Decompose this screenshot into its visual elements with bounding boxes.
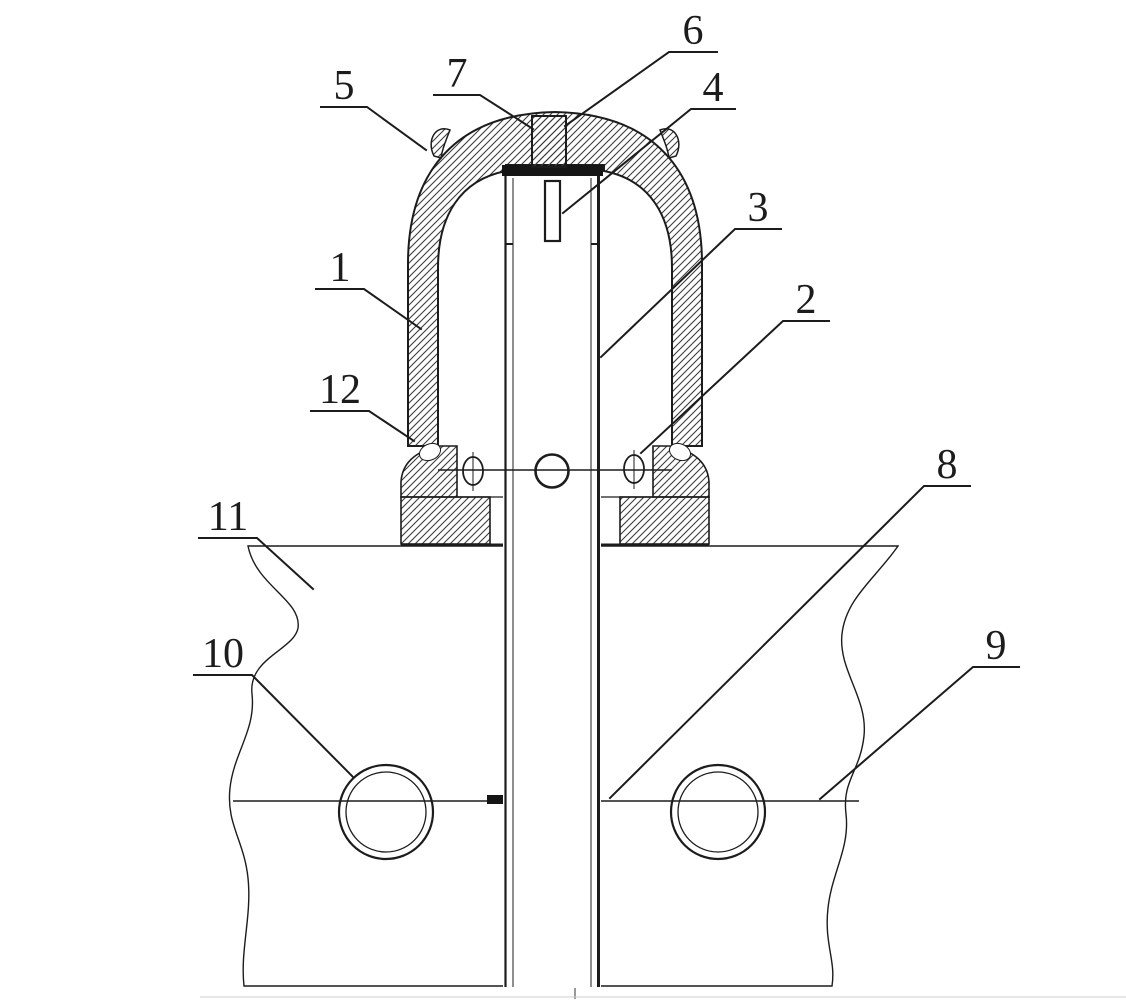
anchor-base [400, 445, 710, 546]
label-9-text: 9 [986, 623, 1007, 669]
left-groove [418, 442, 442, 462]
label-7: 7 [433, 51, 535, 131]
bottom-marks [200, 988, 1126, 999]
label-1: 1 [315, 245, 423, 331]
label-2: 2 [639, 277, 830, 455]
left-pipe-inner [345, 771, 427, 853]
flange-ports [438, 450, 672, 491]
label-1-leader [315, 288, 423, 331]
dome-right-ear [659, 127, 680, 159]
label-2-text: 2 [796, 277, 817, 323]
left-pipe-circle [337, 763, 435, 861]
dome-wall [407, 110, 703, 447]
center-ball [534, 453, 570, 489]
label-12-leader [310, 410, 416, 443]
label-10-text: 10 [202, 631, 244, 677]
label-10: 10 [193, 631, 355, 779]
label-9-leader [818, 666, 1020, 801]
dome-left-ear [430, 127, 451, 159]
label-11-leader [198, 537, 315, 591]
inner-slot [543, 179, 562, 243]
label-10-leader [193, 674, 355, 779]
flange-lower-right [619, 496, 710, 545]
ground-section [228, 545, 900, 987]
label-8-leader [608, 485, 971, 800]
top-cap-bar [502, 165, 603, 176]
label-2-leader [639, 320, 830, 455]
right-groove [668, 442, 692, 462]
label-11-text: 11 [208, 494, 248, 540]
label-8: 8 [608, 442, 971, 800]
right-pipe-inner [677, 771, 759, 853]
labels: 1 2 3 4 5 6 7 8 [193, 8, 1020, 801]
bell-housing [407, 110, 703, 462]
label-3-leader [599, 228, 782, 359]
label-8-text: 8 [937, 442, 958, 488]
label-3-text: 3 [748, 185, 769, 231]
label-11: 11 [198, 494, 315, 591]
label-6-leader [563, 51, 718, 128]
label-4-text: 4 [703, 65, 724, 111]
label-5-text: 5 [334, 63, 355, 109]
label-6: 6 [563, 8, 718, 128]
seam-notch [487, 795, 503, 804]
top-stem-assembly [502, 115, 603, 243]
flange-lower-left [400, 496, 491, 545]
label-3: 3 [599, 185, 782, 359]
label-4: 4 [561, 65, 736, 215]
label-5-leader [320, 106, 428, 152]
label-6-text: 6 [683, 8, 704, 54]
label-7-leader [433, 94, 535, 131]
tube-interior [503, 176, 601, 988]
label-9: 9 [818, 623, 1020, 801]
right-pipe-circle [669, 763, 767, 861]
label-4-leader [561, 108, 736, 215]
label-1-text: 1 [330, 245, 351, 291]
stem-block [531, 115, 567, 168]
label-7-text: 7 [447, 51, 468, 97]
center-tube [487, 170, 601, 988]
label-12: 12 [310, 367, 416, 443]
label-5: 5 [320, 63, 428, 152]
label-12-text: 12 [319, 367, 361, 413]
